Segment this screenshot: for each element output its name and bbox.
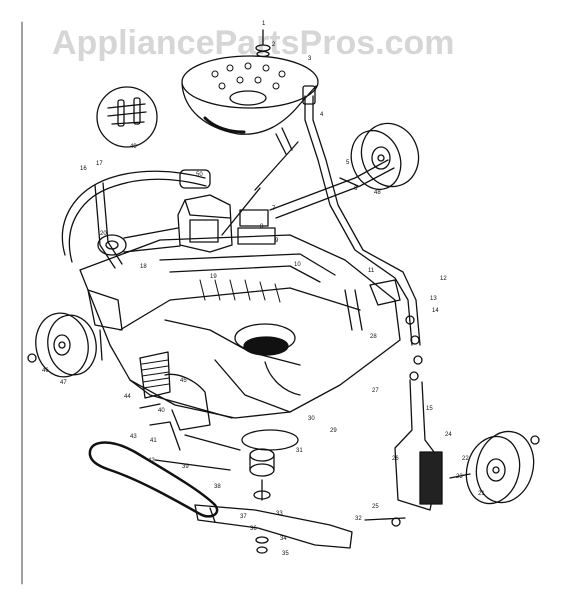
right-hardware xyxy=(264,279,423,396)
engine xyxy=(177,194,276,253)
svg-text:4: 4 xyxy=(320,112,324,118)
steering-column xyxy=(275,85,421,346)
svg-text:28: 28 xyxy=(370,334,377,340)
svg-text:29: 29 xyxy=(330,428,337,434)
callout-labels: 1 2 3 4 5 6 7 8 9 10 11 12 13 14 15 16 1… xyxy=(42,21,485,557)
svg-text:37: 37 xyxy=(240,514,247,520)
handle-bar xyxy=(61,169,211,269)
svg-text:12: 12 xyxy=(440,276,447,282)
svg-text:11: 11 xyxy=(368,268,375,274)
left-bracket xyxy=(87,289,123,361)
svg-text:14: 14 xyxy=(432,308,439,314)
svg-text:45: 45 xyxy=(180,378,187,384)
rear-left-wheel xyxy=(27,312,97,378)
discharge-chute xyxy=(139,351,211,431)
caster-assembly xyxy=(364,379,443,527)
svg-text:22: 22 xyxy=(462,456,469,462)
svg-text:3: 3 xyxy=(308,56,312,62)
svg-text:5: 5 xyxy=(346,160,350,166)
svg-text:9: 9 xyxy=(275,238,279,244)
svg-text:38: 38 xyxy=(214,484,221,490)
svg-text:30: 30 xyxy=(308,416,315,422)
svg-text:43: 43 xyxy=(130,434,137,440)
svg-text:18: 18 xyxy=(140,264,147,270)
svg-text:8: 8 xyxy=(260,224,264,230)
svg-text:19: 19 xyxy=(210,274,217,280)
svg-text:47: 47 xyxy=(60,380,67,386)
mower-deck xyxy=(79,234,401,419)
svg-text:13: 13 xyxy=(430,296,437,302)
rear-right-wheel xyxy=(449,430,540,505)
seat-hardware xyxy=(255,29,271,58)
svg-text:2: 2 xyxy=(272,42,276,48)
detail-inset xyxy=(96,86,158,148)
svg-text:41: 41 xyxy=(150,438,157,444)
svg-text:15: 15 xyxy=(426,406,433,412)
svg-text:44: 44 xyxy=(124,394,131,400)
svg-text:20: 20 xyxy=(100,231,107,237)
mower-blade xyxy=(194,504,353,549)
svg-text:23: 23 xyxy=(456,474,463,480)
svg-text:39: 39 xyxy=(182,464,189,470)
svg-text:17: 17 xyxy=(96,161,103,167)
svg-text:24: 24 xyxy=(445,432,452,438)
svg-text:16: 16 xyxy=(80,166,87,172)
svg-text:26: 26 xyxy=(392,456,399,462)
svg-text:25: 25 xyxy=(372,504,379,510)
front-right-wheel xyxy=(350,122,420,191)
svg-text:21: 21 xyxy=(478,491,485,497)
svg-text:40: 40 xyxy=(158,408,165,414)
svg-text:7: 7 xyxy=(272,206,276,212)
svg-text:46: 46 xyxy=(42,368,49,374)
svg-text:31: 31 xyxy=(296,448,303,454)
svg-text:33: 33 xyxy=(276,511,283,517)
svg-text:48: 48 xyxy=(374,190,381,196)
seat xyxy=(181,55,319,135)
drive-pulley xyxy=(97,227,181,256)
svg-text:32: 32 xyxy=(355,516,362,522)
svg-text:49: 49 xyxy=(130,144,137,150)
svg-text:34: 34 xyxy=(280,536,287,542)
svg-text:27: 27 xyxy=(372,388,379,394)
svg-text:6: 6 xyxy=(354,186,358,192)
blade-spindle xyxy=(241,429,299,554)
svg-text:42: 42 xyxy=(148,458,155,464)
svg-text:1: 1 xyxy=(262,21,266,27)
svg-text:35: 35 xyxy=(282,551,289,557)
svg-text:36: 36 xyxy=(250,526,257,532)
drive-belt xyxy=(88,441,219,518)
front-linkage xyxy=(139,403,241,471)
deck-opening xyxy=(234,323,296,356)
steering-rod xyxy=(221,141,299,236)
svg-text:10: 10 xyxy=(294,262,301,268)
axle-rail xyxy=(269,159,395,219)
svg-text:50: 50 xyxy=(196,172,203,178)
